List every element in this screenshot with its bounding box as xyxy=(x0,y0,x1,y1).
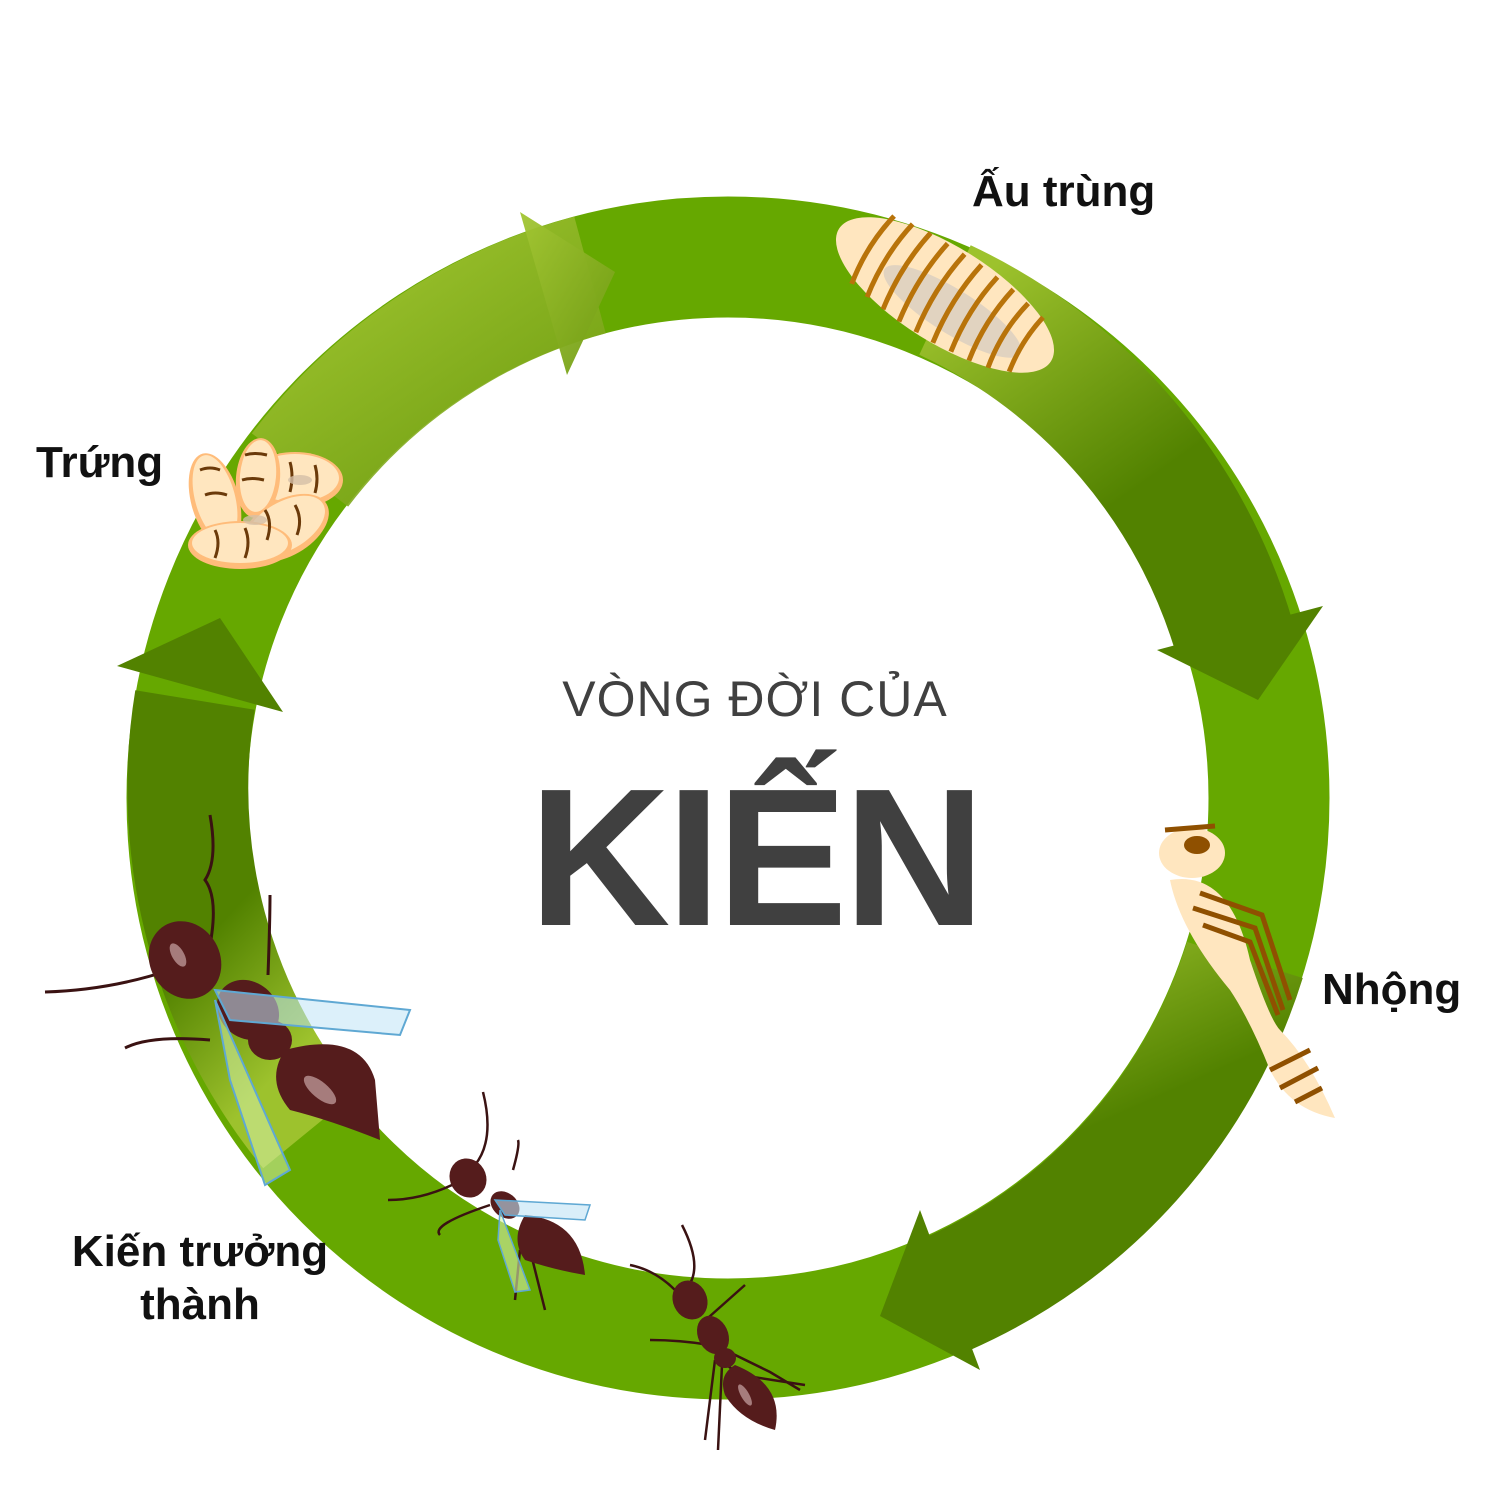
egg-cluster-icon xyxy=(188,438,343,569)
stage-label-larva: Ấu trùng xyxy=(972,167,1156,216)
winged-ant-large-icon xyxy=(44,814,412,1187)
arrow-head-top xyxy=(520,212,615,375)
stage-label-egg: Trứng xyxy=(36,438,164,487)
diagram-title: KIẾN xyxy=(528,748,985,967)
stage-label-adult: Kiến trưởng thành xyxy=(71,1227,329,1329)
pupa-icon xyxy=(1159,823,1335,1118)
ring-segment-left xyxy=(127,690,358,1169)
arrow-head-left xyxy=(117,618,283,712)
diagram-subtitle: VÒNG ĐỜI CỦA xyxy=(562,671,948,727)
arrow-head-bottom xyxy=(880,1210,980,1370)
stage-label-pupa: Nhộng xyxy=(1322,965,1462,1014)
winged-ant-small-icon xyxy=(387,1091,592,1311)
larva-icon xyxy=(835,214,1055,373)
arrow-head-right xyxy=(1157,606,1323,700)
ring-segment-bottom-right xyxy=(920,941,1303,1351)
ring-segment-light-top xyxy=(251,216,607,508)
worker-ant-icon xyxy=(629,1224,806,1451)
